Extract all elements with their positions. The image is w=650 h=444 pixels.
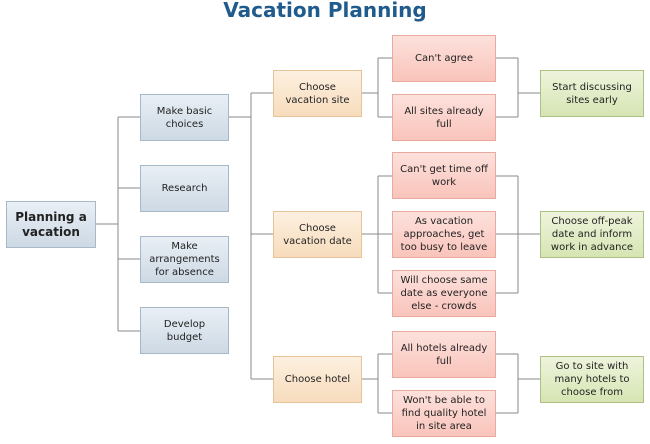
problem-node: All hotels already full (392, 331, 496, 378)
solution-node: Go to site with many hotels to choose fr… (540, 356, 644, 403)
node-make-arrangements: Make arrangements for absence (140, 236, 229, 283)
node-choose-site: Choose vacation site (273, 70, 362, 117)
solution-node: Choose off-peak date and inform work in … (540, 211, 644, 258)
solution-node: Start discussing sites early (540, 70, 644, 117)
root-node: Planning a vacation (6, 201, 96, 248)
node-develop-budget: Develop budget (140, 307, 229, 354)
problem-node: Can't get time off work (392, 152, 496, 199)
node-research: Research (140, 165, 229, 212)
problem-node: As vacation approaches, get too busy to … (392, 211, 496, 258)
problem-node: Will choose same date as everyone else -… (392, 270, 496, 317)
problem-node: Won't be able to find quality hotel in s… (392, 390, 496, 437)
node-choose-hotel: Choose hotel (273, 356, 362, 403)
node-choose-date: Choose vacation date (273, 211, 362, 258)
node-make-basic-choices: Make basic choices (140, 94, 229, 141)
problem-node: All sites already full (392, 94, 496, 141)
diagram-title: Vacation Planning (223, 0, 427, 22)
problem-node: Can't agree (392, 35, 496, 82)
